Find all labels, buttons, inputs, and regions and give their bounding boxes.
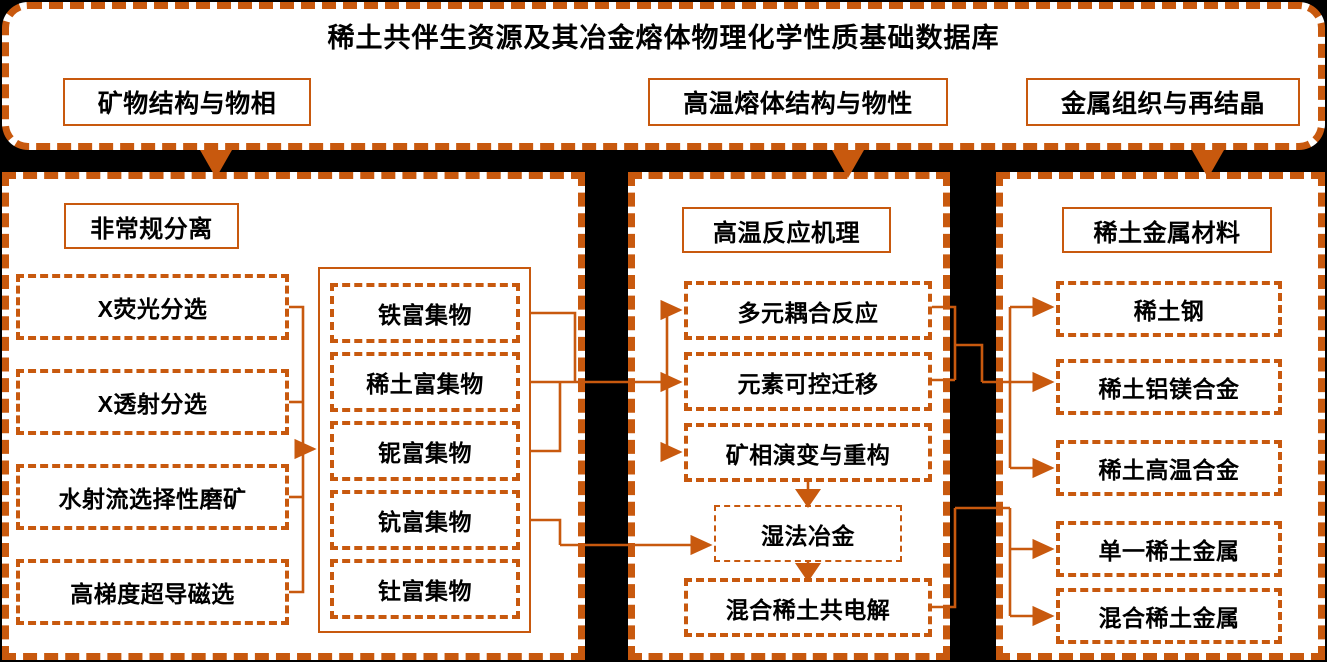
header-tag-melt-structure[interactable]: 高温熔体结构与物性 [648,78,948,126]
reaction-label: 矿相演变与重构 [725,441,891,468]
material-box-single-ree-metal[interactable]: 单一稀土金属 [1056,521,1282,577]
method-label: X荧光分选 [97,296,208,322]
products-group-frame [318,267,531,633]
left-column-heading: 非常规分离 [64,203,239,249]
product-box-scandium-concentrate[interactable]: 钪富集物 [330,490,520,550]
reaction-label: 多元耦合反应 [737,299,879,326]
page-title: 稀土共伴生资源及其冶金熔体物理化学性质基础数据库 [327,23,1000,53]
reaction-box-multicomponent-coupling[interactable]: 多元耦合反应 [684,281,932,340]
material-box-ree-steel[interactable]: 稀土钢 [1056,281,1282,337]
product-box-ree-concentrate[interactable]: 稀土富集物 [330,352,520,412]
material-box-mixed-ree-metal[interactable]: 混合稀土金属 [1056,588,1282,644]
header-tag-label: 高温熔体结构与物性 [683,90,913,118]
method-box-xrf-sorting[interactable]: X荧光分选 [16,274,289,340]
reaction-label: 混合稀土共电解 [725,596,891,623]
method-label: 高梯度超导磁选 [70,581,235,607]
product-box-thorium-concentrate[interactable]: 钍富集物 [330,559,520,619]
material-label: 稀土铝镁合金 [1098,376,1240,402]
reaction-label: 湿法冶金 [761,522,855,549]
material-label: 稀土钢 [1133,298,1205,324]
material-label: 单一稀土金属 [1098,538,1240,564]
reaction-box-phase-evolution[interactable]: 矿相演变与重构 [684,423,932,482]
method-box-hgms[interactable]: 高梯度超导磁选 [16,559,289,625]
method-label: X透射分选 [97,391,208,417]
heading-label: 高温反应机理 [713,219,860,247]
material-box-ree-almg-alloy[interactable]: 稀土铝镁合金 [1056,359,1282,415]
middle-column-heading: 高温反应机理 [682,207,891,253]
heading-label: 非常规分离 [90,215,213,243]
right-column-panel [996,172,1325,660]
material-box-ree-superalloy[interactable]: 稀土高温合金 [1056,440,1282,496]
product-label: 铁富集物 [378,302,472,328]
material-label: 稀土高温合金 [1098,457,1240,483]
product-box-iron-concentrate[interactable]: 铁富集物 [330,283,520,343]
product-label: 铌富集物 [378,440,472,466]
material-label: 混合稀土金属 [1098,605,1240,631]
reaction-box-hydrometallurgy[interactable]: 湿法冶金 [714,505,902,562]
product-box-niobium-concentrate[interactable]: 铌富集物 [330,421,520,481]
method-box-xrt-sorting[interactable]: X透射分选 [16,369,289,435]
header-tag-label: 矿物结构与物相 [97,90,277,118]
header-tag-metal-recrystallization[interactable]: 金属组织与再结晶 [1026,78,1300,126]
reaction-label: 元素可控迁移 [737,370,879,397]
reaction-box-element-migration[interactable]: 元素可控迁移 [684,352,932,411]
product-label: 稀土富集物 [366,371,484,397]
product-label: 钍富集物 [378,578,472,604]
header-tag-label: 金属组织与再结晶 [1060,90,1265,118]
product-label: 钪富集物 [378,509,472,535]
right-column-heading: 稀土金属材料 [1062,207,1272,253]
method-label: 水射流选择性磨矿 [58,486,247,512]
header-tag-mineral-structure[interactable]: 矿物结构与物相 [63,78,311,126]
heading-label: 稀土金属材料 [1093,219,1241,247]
method-box-waterjet-grinding[interactable]: 水射流选择性磨矿 [16,464,289,530]
reaction-box-mixed-ree-coelectrolysis[interactable]: 混合稀土共电解 [684,578,932,637]
